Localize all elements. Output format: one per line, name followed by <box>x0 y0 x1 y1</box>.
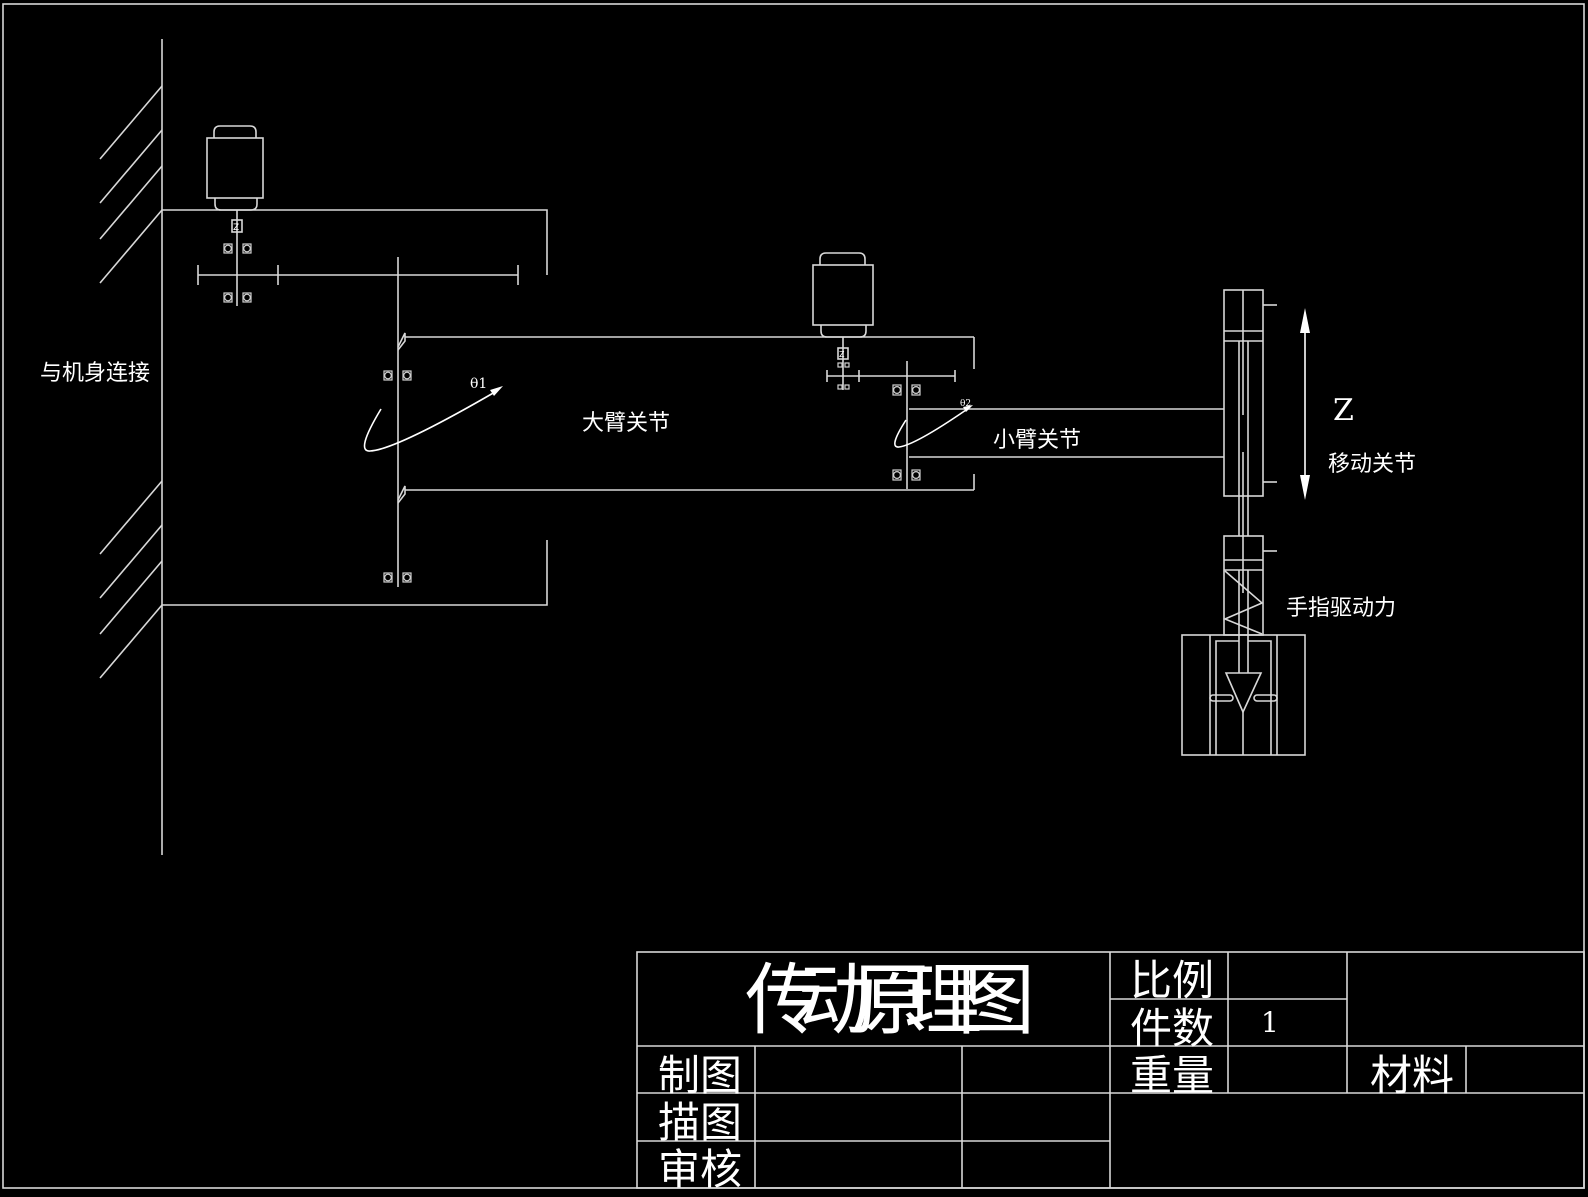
linear-cylinder <box>1223 289 1277 536</box>
label-forearm-joint: 小臂关节 <box>993 428 1081 453</box>
coupling-mark-2: Z <box>839 350 845 359</box>
title-block-grid <box>636 951 1585 1189</box>
fixed-wall <box>99 39 163 855</box>
gear-pair-2 <box>826 370 956 382</box>
rotation-arrow-theta2-icon <box>894 405 973 448</box>
checked-by-label: 审核 <box>658 1145 742 1194</box>
quantity-label: 件数 <box>1130 1004 1214 1053</box>
material-label: 材料 <box>1370 1051 1454 1100</box>
motor-2-icon <box>812 252 874 390</box>
weight-label: 重量 <box>1130 1051 1214 1100</box>
coupling-mark-1: Z <box>233 223 239 233</box>
bearing-icon <box>837 362 850 390</box>
upper-arm-shaft <box>383 257 412 587</box>
motor-1-icon <box>206 125 264 306</box>
label-theta2: θ2 <box>960 399 971 409</box>
label-z-axis: Z <box>1333 393 1354 428</box>
label-body-connection: 与机身连接 <box>40 361 150 386</box>
traced-by-label: 描图 <box>658 1098 742 1147</box>
label-moving-joint: 移动关节 <box>1328 452 1416 477</box>
label-finger-drive: 手指驱动力 <box>1286 596 1396 621</box>
forearm-shaft <box>892 361 921 489</box>
label-theta1: θ1 <box>470 376 487 392</box>
base-frame <box>162 209 548 606</box>
gripper-actuator <box>1222 535 1277 673</box>
drawn-by-label: 制图 <box>658 1051 742 1100</box>
gear-pair-1 <box>197 265 519 285</box>
quantity-value: 1 <box>1261 1006 1279 1039</box>
gripper-fingers <box>1181 634 1306 756</box>
bearing-icon <box>223 243 252 303</box>
scale-label: 比例 <box>1130 956 1214 1005</box>
label-upper-arm-joint: 大臂关节 <box>582 411 670 436</box>
z-axis-arrow-icon <box>1300 308 1310 500</box>
upper-arm <box>405 336 975 491</box>
forearm <box>909 408 1224 458</box>
drawing-title: 传动原理图 <box>745 956 1035 1046</box>
rotation-arrow-theta1-icon <box>363 386 503 452</box>
